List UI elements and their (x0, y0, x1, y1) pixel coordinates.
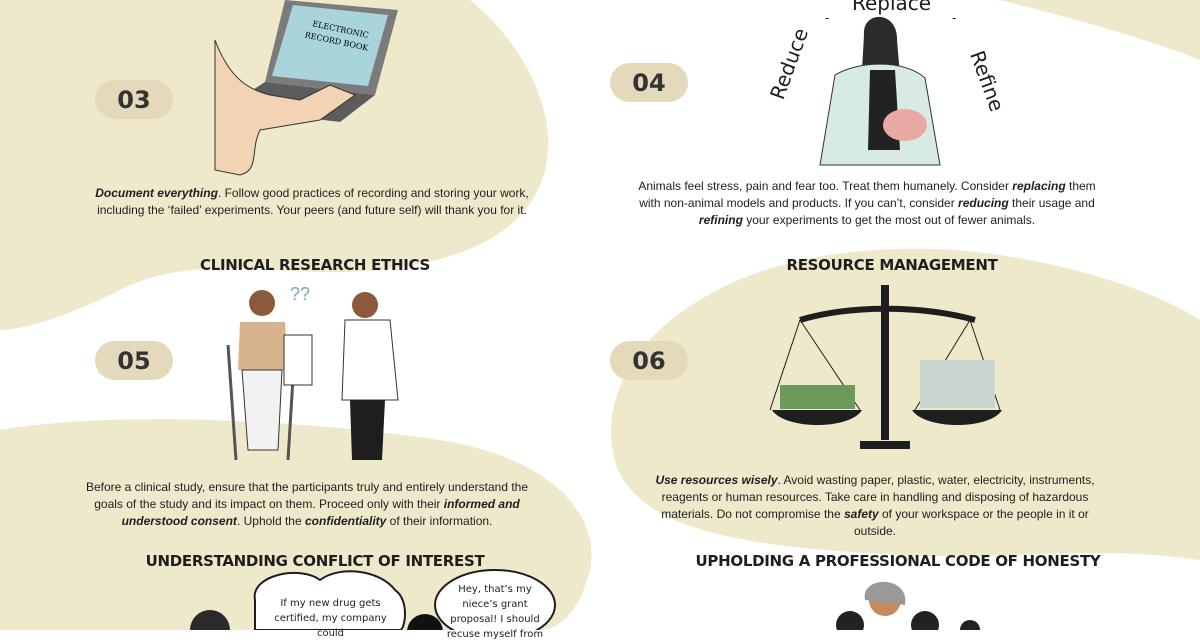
clinical-ethics-text: Before a clinical study, ensure that the… (85, 480, 529, 528)
heading-code-of-honesty: UPHOLDING A PROFESSIONAL CODE OF HONESTY (695, 552, 1101, 570)
honesty-illustration (836, 581, 980, 630)
thought-bubble-drug: If my new drug gets certified, my compan… (274, 598, 387, 639)
step-number-04: 04 (610, 63, 688, 102)
arc-word-replace: Replace (852, 0, 931, 15)
arc-word-reduce: Reduce (765, 25, 813, 103)
documentation-text: Document everything. Follow good practic… (95, 186, 529, 217)
laptop-illustration: ELECTRONIC RECORD BOOK (214, 0, 398, 176)
svg-text:-: - (952, 11, 956, 25)
animal-welfare-text: Animals feel stress, pain and fear too. … (638, 179, 1096, 227)
question-marks: ?? (290, 284, 310, 304)
money-pile (780, 385, 855, 409)
step-number-06: 06 (610, 341, 688, 380)
step-number-03: 03 (95, 80, 173, 119)
speech-bubble-niece: Hey, that’s my niece’s grant proposal! I… (446, 584, 544, 640)
step-number-05: 05 (95, 341, 173, 380)
heading-conflict-of-interest: UNDERSTANDING CONFLICT OF INTEREST (145, 552, 485, 570)
scientist-with-rabbit-illustration (819, 16, 941, 166)
patient-and-doctor-illustration: ?? (226, 284, 399, 461)
conflict-of-interest-illustration (190, 569, 556, 630)
balance-scale-illustration (769, 285, 1002, 449)
svg-text:-: - (825, 11, 829, 25)
resource-management-text: Use resources wisely. Avoid wasting pape… (655, 473, 1095, 538)
heading-clinical-research-ethics: CLINICAL RESEARCH ETHICS (200, 256, 430, 274)
heading-resource-management: RESOURCE MANAGEMENT (786, 256, 998, 274)
lab-scene (920, 360, 995, 408)
arc-word-refine: Refine (965, 47, 1009, 114)
